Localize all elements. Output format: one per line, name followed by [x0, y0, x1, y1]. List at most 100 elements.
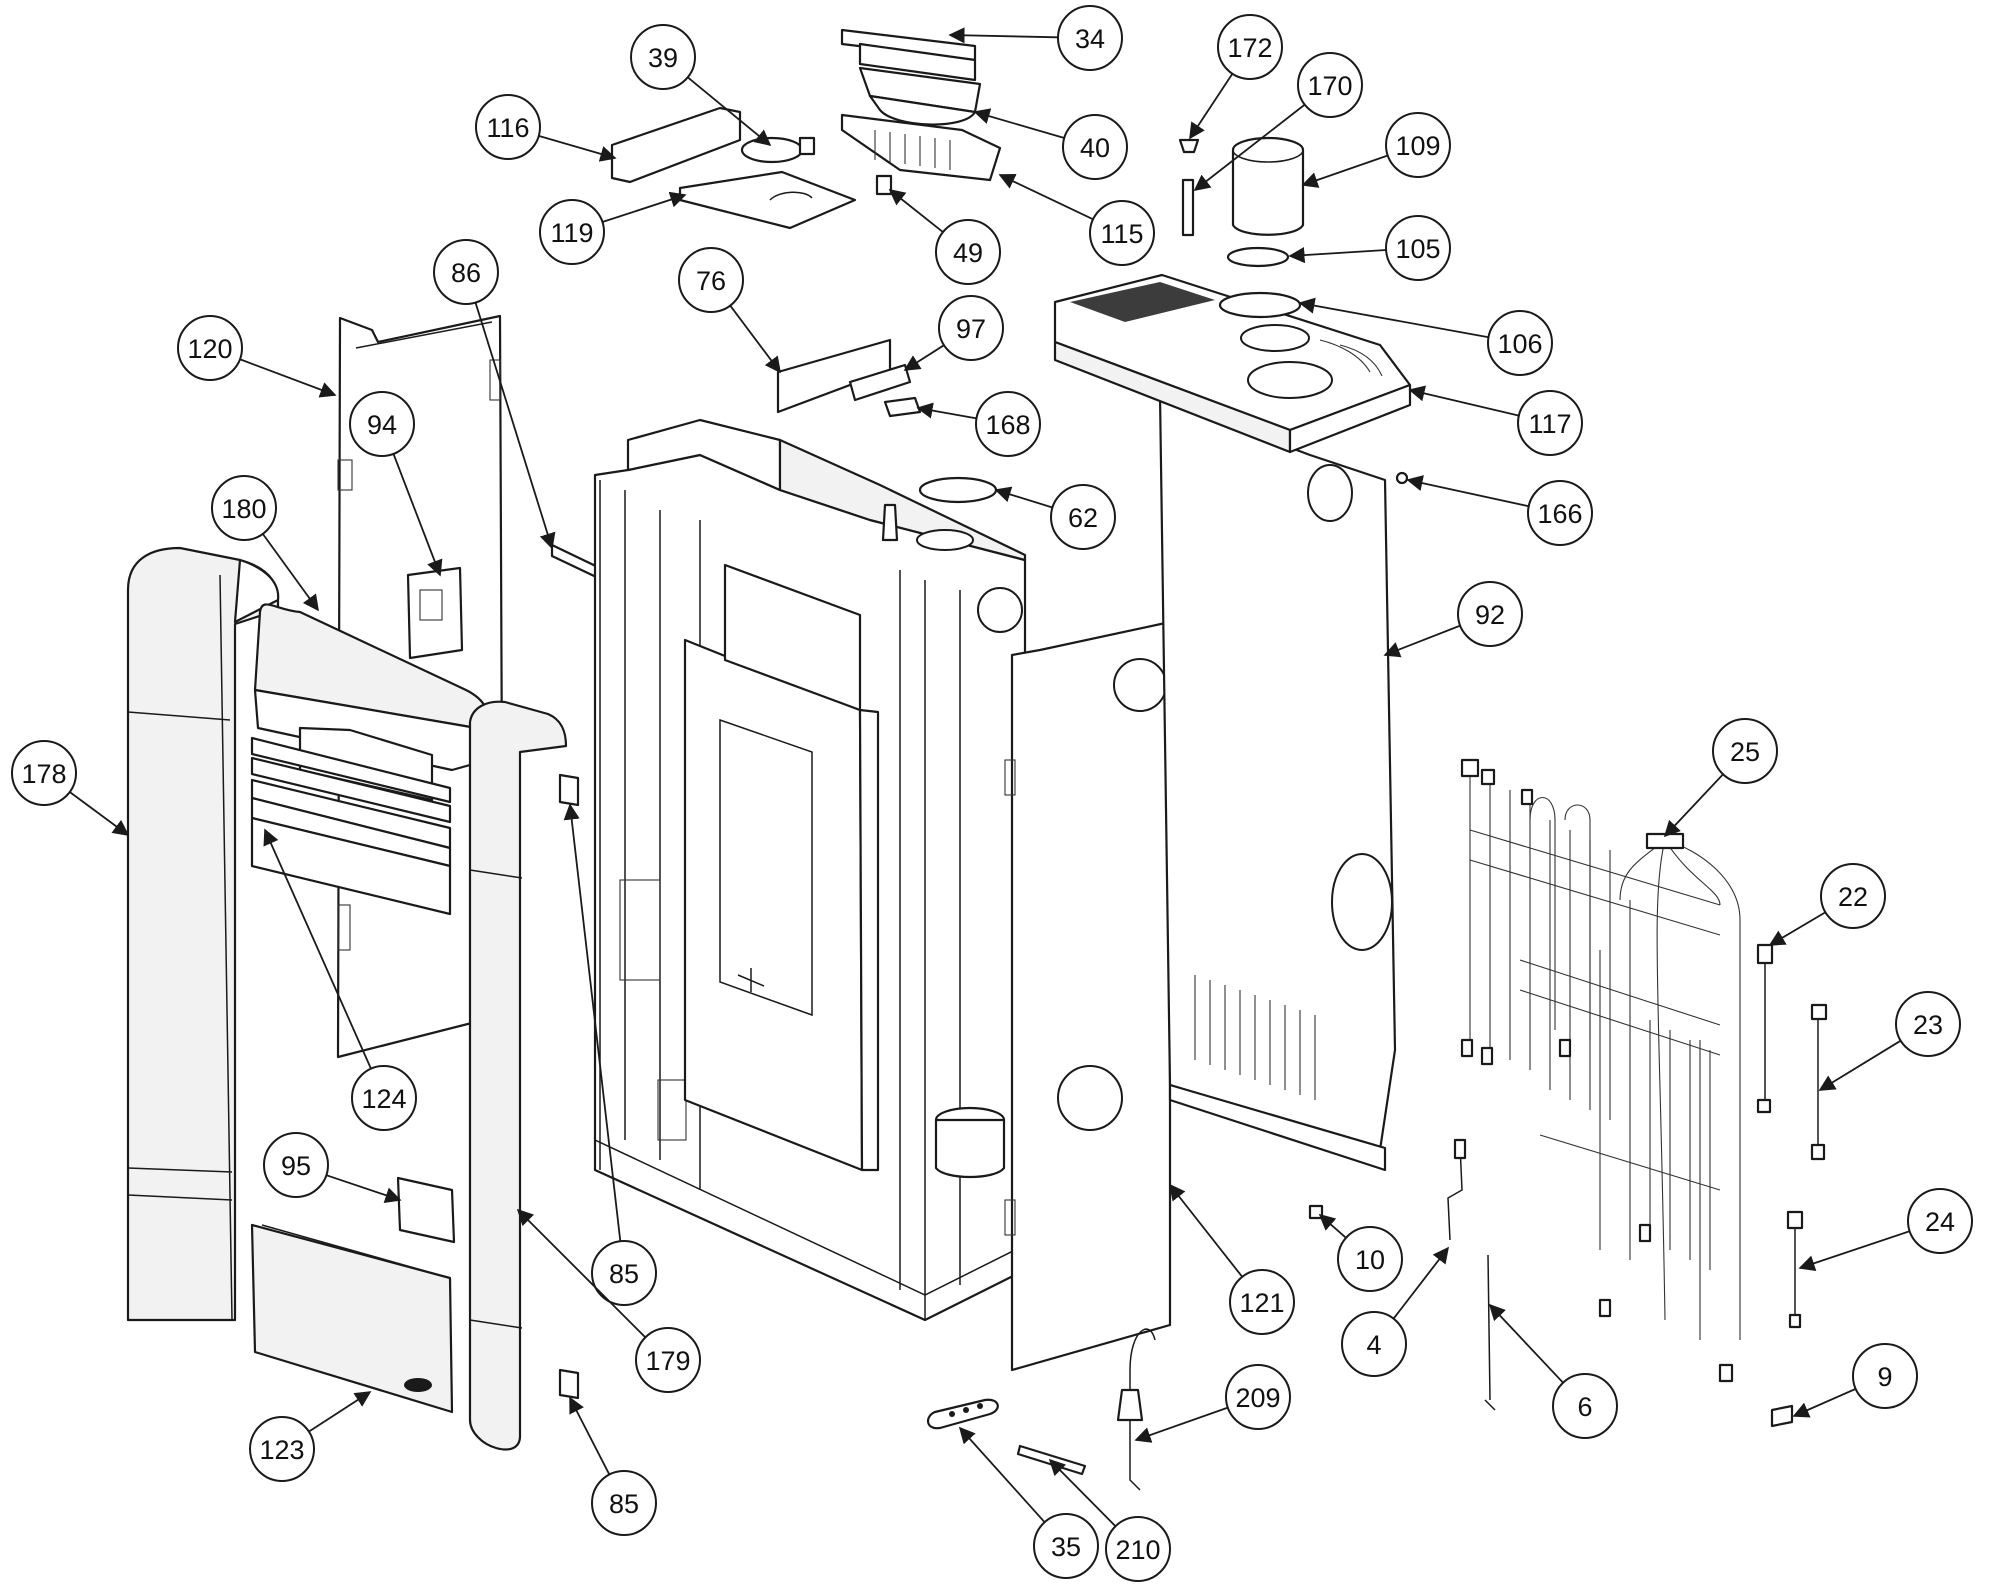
- callout-circle: [1895, 991, 1961, 1057]
- callout-label: 62: [1068, 503, 1098, 533]
- callout-circle: [1057, 5, 1123, 71]
- wiring-harness: [1460, 758, 1741, 1383]
- callout-124: 124: [263, 828, 417, 1131]
- callout-circle: [539, 199, 605, 265]
- callout-circle: [1712, 718, 1778, 784]
- callout-97: 97: [903, 295, 1004, 371]
- leader-line: [973, 108, 1065, 139]
- ash-pan: [934, 1106, 1006, 1178]
- bracket-94: [406, 566, 464, 660]
- leader-line: [1301, 154, 1389, 188]
- callout-label: 6: [1577, 1392, 1592, 1422]
- leader-line: [474, 302, 556, 550]
- cable-24: [1786, 1210, 1804, 1329]
- callout-circle: [935, 219, 1001, 285]
- probe-6: [1484, 1254, 1496, 1411]
- leader-line: [563, 803, 622, 1242]
- callout-180: 180: [211, 475, 319, 612]
- callout-109: 109: [1301, 112, 1451, 188]
- callout-39: 39: [630, 24, 772, 147]
- cable-22: [1756, 943, 1774, 1114]
- leader-line: [998, 173, 1094, 221]
- callout-circle: [351, 1065, 417, 1131]
- callout-label: 116: [486, 113, 529, 143]
- callout-circle: [263, 1132, 329, 1198]
- clip-85-lower: [558, 1368, 580, 1400]
- callout-label: 97: [956, 314, 986, 344]
- callout-label: 124: [361, 1084, 406, 1114]
- leader-line: [916, 402, 977, 420]
- callout-label: 23: [1913, 1010, 1943, 1040]
- leader-line: [1768, 911, 1826, 946]
- leader-line: [1792, 1388, 1857, 1418]
- callout-35: 35: [958, 1426, 1099, 1579]
- leader-line: [958, 1426, 1046, 1523]
- leader-line: [1392, 1246, 1449, 1320]
- plate-119: [678, 170, 857, 230]
- callout-210: 210: [1048, 1458, 1171, 1582]
- top-cover: [1053, 273, 1412, 454]
- callout-172: 172: [1189, 14, 1283, 140]
- callout-label: 170: [1307, 71, 1352, 101]
- gasket-disc-62: [918, 476, 998, 504]
- leader-line: [1168, 1183, 1243, 1278]
- callout-label: 123: [259, 1435, 304, 1465]
- callout-label: 85: [609, 1259, 639, 1289]
- callout-circle: [1820, 863, 1886, 929]
- callout-105: 105: [1288, 215, 1451, 281]
- gasket-105: [1226, 246, 1290, 268]
- callout-168: 168: [916, 391, 1041, 457]
- callout-label: 22: [1838, 882, 1868, 912]
- callout-23: 23: [1818, 991, 1961, 1091]
- callout-95: 95: [263, 1132, 402, 1204]
- bracket-49: [875, 174, 893, 196]
- leader-line: [1048, 1458, 1117, 1527]
- callout-label: 117: [1528, 409, 1571, 439]
- callout-label: 10: [1355, 1245, 1385, 1275]
- leader-line: [308, 1391, 372, 1433]
- callout-circle: [1517, 390, 1583, 456]
- louvre-set: [250, 726, 452, 916]
- callout-10: 10: [1318, 1213, 1403, 1292]
- leader-line: [1818, 1039, 1902, 1091]
- callout-label: 34: [1075, 24, 1105, 54]
- callout-121: 121: [1168, 1183, 1295, 1335]
- callout-label: 76: [696, 266, 726, 296]
- callout-115: 115: [998, 173, 1155, 266]
- leader-line: [994, 486, 1053, 509]
- ring-39: [740, 136, 804, 164]
- callout-circle: [1341, 1311, 1407, 1377]
- pin-170: [1181, 178, 1195, 237]
- glass-door: [683, 563, 880, 1172]
- callout-circle: [975, 391, 1041, 457]
- leader-line: [1663, 773, 1724, 838]
- callout-label: 49: [953, 238, 983, 268]
- callout-94: 94: [349, 391, 443, 577]
- callout-circle: [433, 239, 499, 305]
- callout-circle: [1089, 200, 1155, 266]
- left-side-cover: [126, 546, 280, 1322]
- callout-label: 180: [221, 494, 266, 524]
- bracket-95: [396, 1176, 456, 1244]
- clip-168: [883, 396, 922, 418]
- leader-line: [729, 305, 781, 374]
- cable-23: [1810, 1003, 1828, 1161]
- callout-label: 105: [1395, 234, 1440, 264]
- callout-label: 119: [550, 218, 593, 248]
- callout-circle: [591, 1470, 657, 1536]
- callout-circle: [1297, 52, 1363, 118]
- flue-collar: [1231, 136, 1305, 236]
- poker-hook: [1116, 1328, 1156, 1491]
- callout-circle: [1385, 112, 1451, 178]
- callout-label: 25: [1730, 737, 1760, 767]
- screw-166: [1395, 471, 1409, 485]
- leader-line: [263, 828, 372, 1070]
- callout-label: 172: [1227, 33, 1272, 63]
- callout-4: 4: [1341, 1246, 1449, 1377]
- callout-circle: [1385, 215, 1451, 281]
- callout-62: 62: [994, 484, 1116, 550]
- leader-line: [1189, 73, 1234, 140]
- knob-172: [1178, 138, 1200, 154]
- callout-circle: [349, 391, 415, 457]
- hopper-lid-34: [840, 28, 977, 82]
